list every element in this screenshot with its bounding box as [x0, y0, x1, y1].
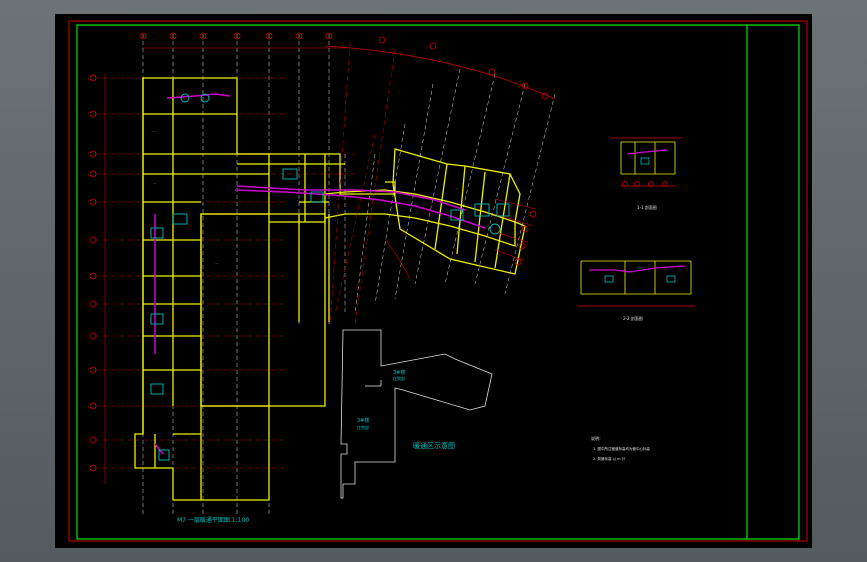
- svg-text:—: —: [153, 129, 157, 133]
- svg-text:—: —: [455, 186, 459, 190]
- main-plan-walls: [134, 77, 526, 501]
- svg-text:—: —: [153, 181, 157, 185]
- notes-line-1: 1. 图中所注管道标高均为管中心标高: [593, 446, 650, 451]
- key-plan-label-a: 3#楼: [393, 369, 405, 376]
- detail-2-title: 2-2 剖面图: [623, 315, 643, 321]
- key-plan-outline: [340, 329, 493, 499]
- outer-sheet-border: [68, 20, 808, 542]
- column-markers-top: [139, 32, 333, 40]
- main-plan-title: M7 一层暖通平面图 1:100: [177, 516, 249, 524]
- notes-heading: 说明：: [591, 435, 603, 441]
- arc-dimension-inner: [384, 238, 411, 280]
- radial-grid: [344, 68, 556, 315]
- main-grid-horizontal: [95, 77, 355, 469]
- detail-2-drawing: [577, 260, 695, 307]
- main-grid-vertical: [142, 34, 330, 514]
- cad-viewport[interactable]: — — — — — M7 一层暖通平面图 1:100 3#楼 住院部 3#楼 住…: [55, 14, 812, 548]
- radial-grid-red: [329, 43, 396, 325]
- room-labels-cyan: — — — — —: [153, 129, 459, 265]
- key-plan-label-a-sub: 住院部: [393, 375, 405, 381]
- notes-line-2: 2. 风管标高 以 m 计: [593, 456, 626, 461]
- key-plan-label-b-sub: 住院部: [357, 424, 369, 430]
- sheet-frame: [76, 24, 800, 540]
- key-plan-label-b: 3#楼: [357, 417, 369, 424]
- key-plan-title: 暖通区示意图: [413, 441, 455, 450]
- svg-text:—: —: [215, 261, 219, 265]
- arc-dimension: [324, 45, 556, 100]
- detail-1-drawing: [610, 137, 683, 187]
- svg-text:—: —: [415, 211, 419, 215]
- radial-markers: [378, 36, 549, 266]
- equipment-units: [150, 93, 510, 461]
- detail-1-title: 1-1 剖面图: [637, 204, 657, 210]
- cad-drawing[interactable]: — — — — — M7 一层暖通平面图 1:100 3#楼 住院部 3#楼 住…: [55, 14, 812, 548]
- row-markers-left: [89, 74, 97, 472]
